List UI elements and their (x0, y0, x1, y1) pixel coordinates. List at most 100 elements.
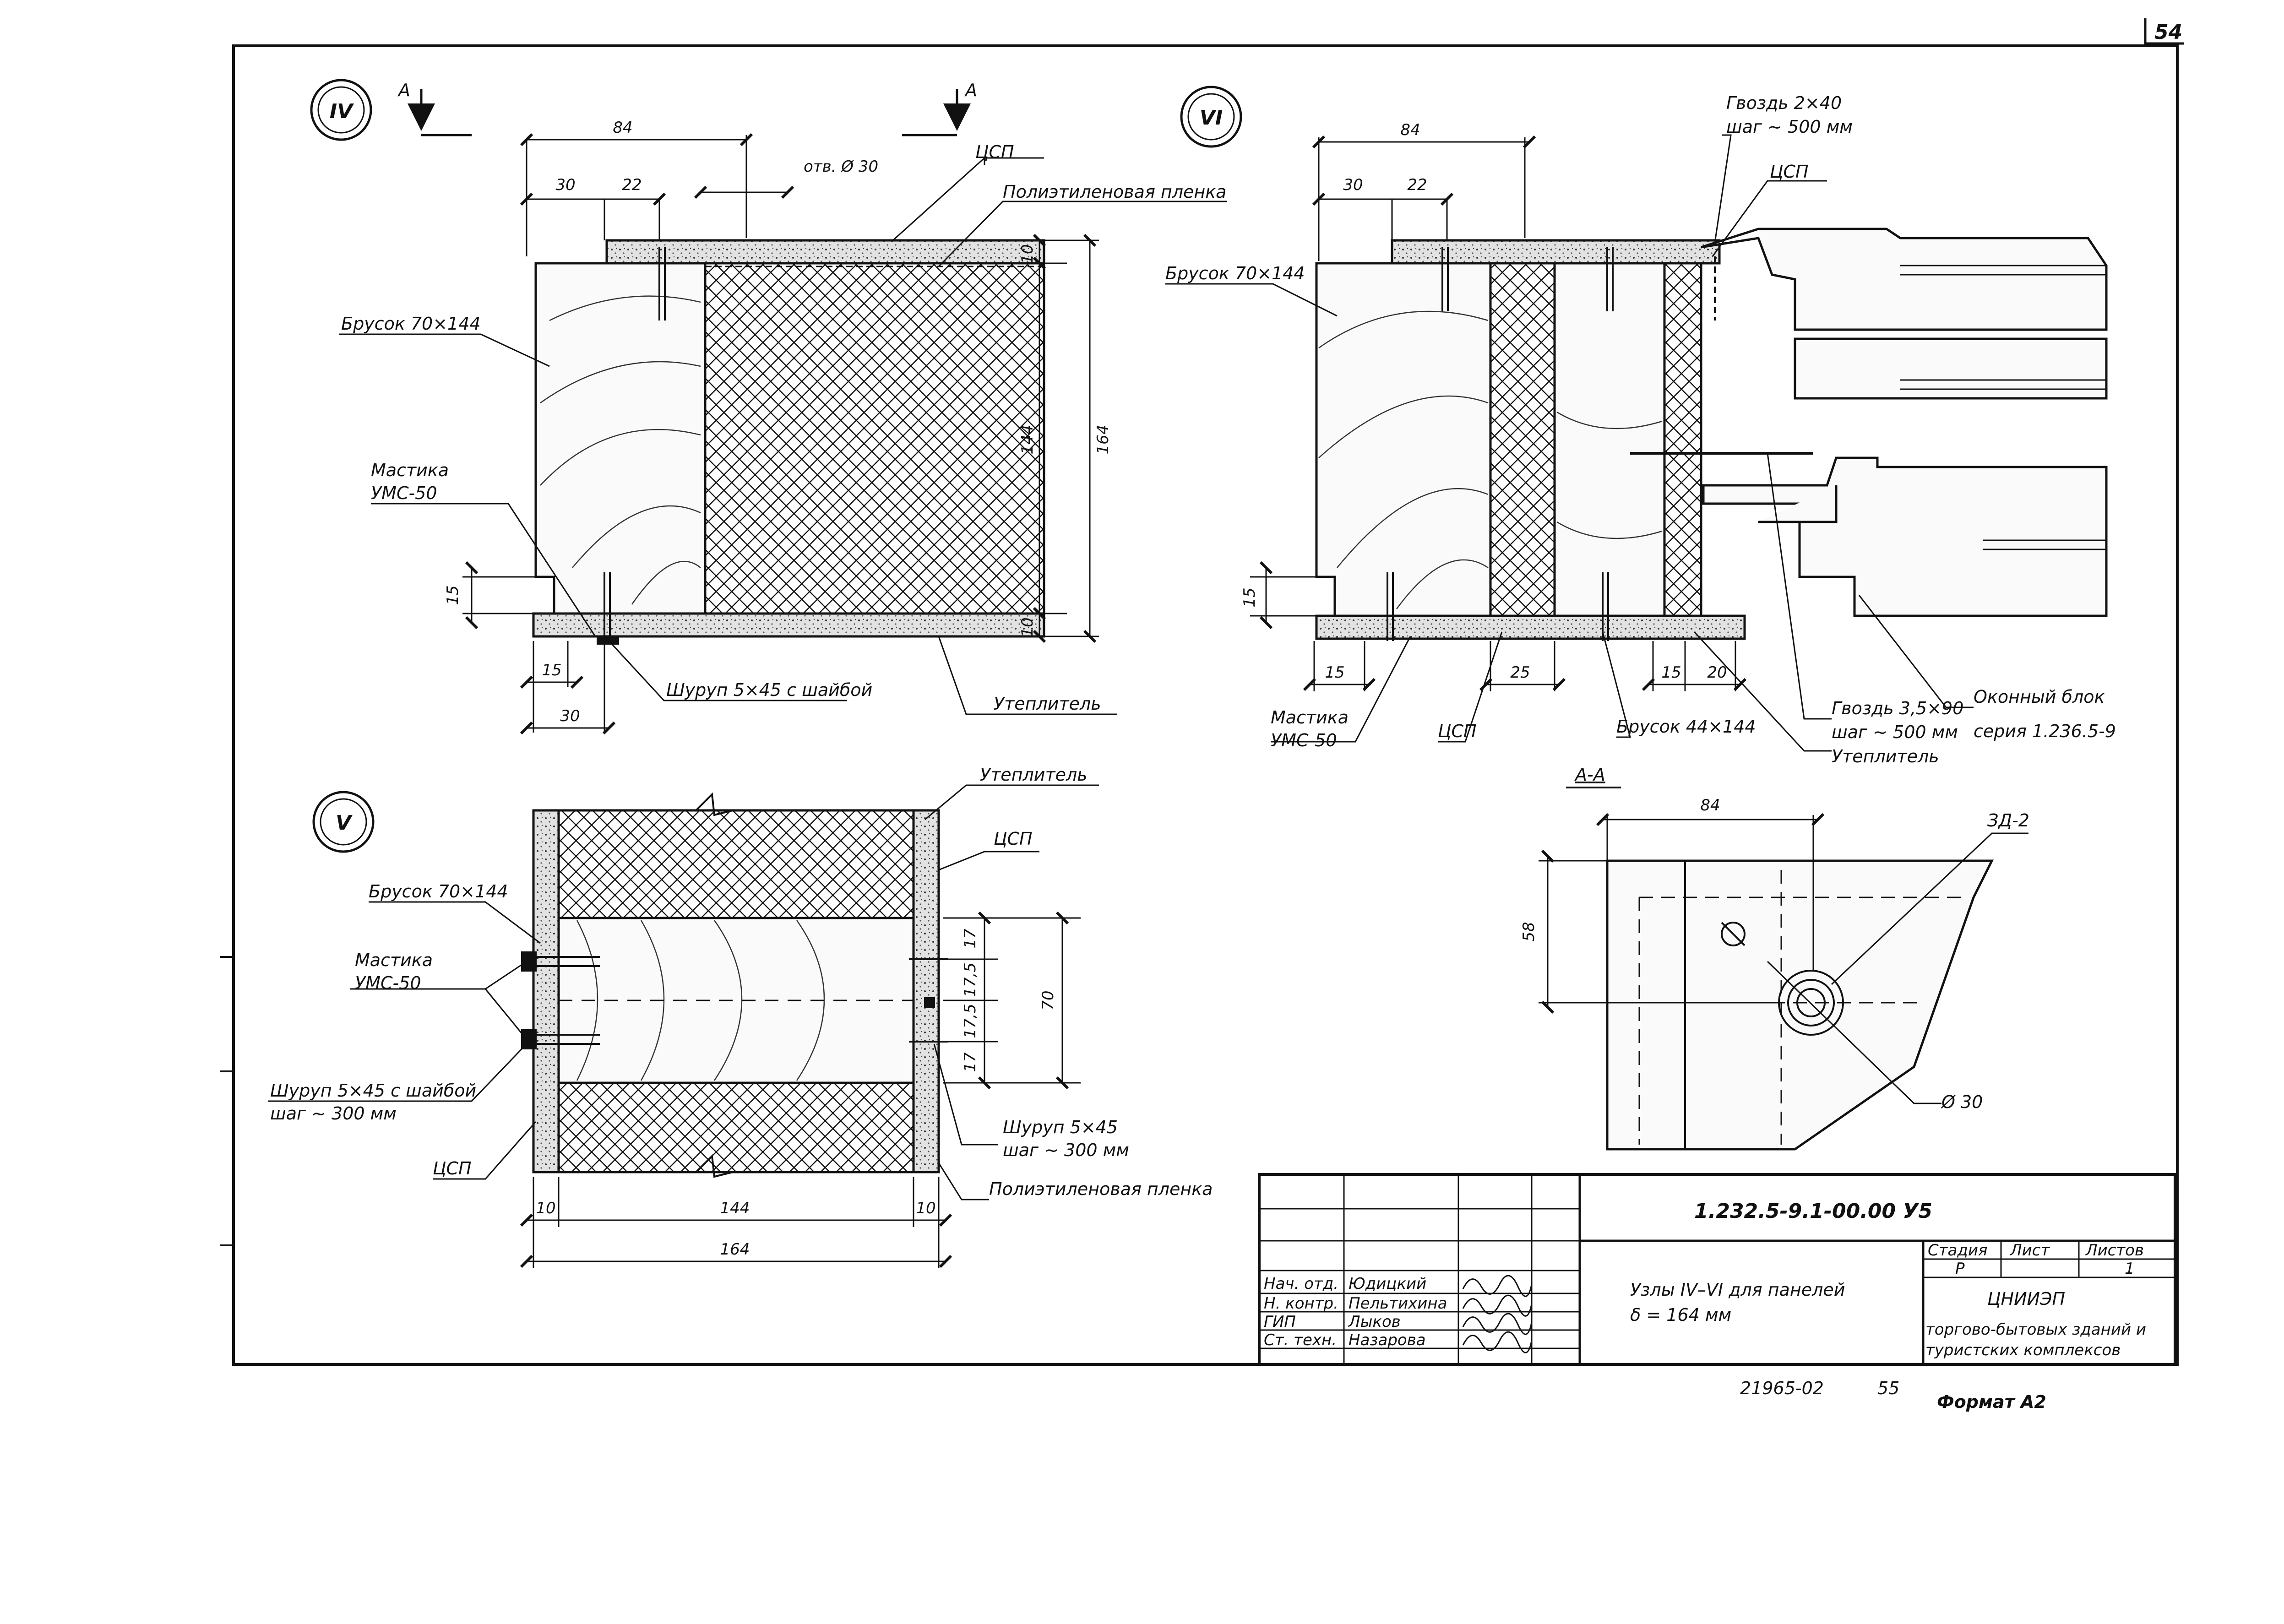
svg-text:Мастика: Мастика (371, 460, 449, 480)
svg-text:17: 17 (961, 1052, 979, 1072)
svg-text:15: 15 (1240, 587, 1259, 607)
sheets-header: Листов (2085, 1241, 2144, 1260)
node-6-dimension-values: 84 30 22 15 15 25 15 20 (1240, 121, 1727, 682)
svg-text:Оконный блок: Оконный блок (1974, 687, 2105, 707)
svg-text:Полиэтиленовая пленка: Полиэтиленовая пленка (989, 1179, 1213, 1199)
svg-text:ЦСП: ЦСП (1438, 721, 1477, 741)
node-6-beam44-grain (1556, 411, 1663, 539)
node-6-insulation-right (1663, 262, 1702, 617)
svg-text:20: 20 (1707, 663, 1727, 682)
section-a-a-dia-label: Ø 30 (1941, 1092, 1983, 1112)
node-6-wood-beam-44 (1553, 262, 1666, 617)
stage-value: Р (1955, 1260, 1965, 1278)
svg-text:VI: VI (1200, 106, 1223, 130)
node-4-dimension-lines (462, 133, 1099, 735)
node-4-dimension-values: 84 30 22 отв. Ø 30 10 144 10 164 15 15 3… (444, 119, 1112, 725)
svg-text:V: V (336, 811, 353, 835)
node-6-wood-beam (1315, 262, 1492, 617)
section-a-a-beam (1606, 859, 1994, 1151)
node-5-wood-grain (576, 920, 825, 1081)
role-1: Нач. отд. (1264, 1275, 1338, 1293)
node-5-csp-left (532, 809, 560, 1173)
svg-text:IV: IV (330, 100, 354, 123)
node-6-csp-top (1391, 239, 1721, 265)
section-mark-left-label: А (397, 80, 410, 100)
node-6-wood-grain (1318, 310, 1489, 609)
svg-text:15: 15 (444, 585, 462, 605)
section-a-a-dim-58: 58 (1520, 922, 1538, 941)
sheet-header: Лист (2009, 1241, 2050, 1260)
svg-text:30: 30 (560, 707, 580, 725)
drawing-title-line1: Узлы IV–VI для панелей (1630, 1280, 1845, 1300)
node-4-labels: ЦСП Полиэтиленовая пленка Брусок 70×144 … (341, 142, 1226, 714)
svg-text:25: 25 (1510, 663, 1530, 682)
node-4-leaders (339, 157, 1227, 715)
svg-text:ЦСП: ЦСП (433, 1158, 472, 1179)
name-4: Назарова (1349, 1331, 1426, 1349)
node-4-insulation (704, 262, 1045, 615)
svg-text:отв. Ø 30: отв. Ø 30 (804, 158, 878, 176)
section-a-a-zd-label: ЗД-2 (1987, 810, 2029, 831)
svg-text:15: 15 (1325, 663, 1344, 682)
svg-text:серия 1.236.5-9: серия 1.236.5-9 (1974, 721, 2116, 741)
svg-text:Мастика: Мастика (355, 950, 433, 970)
svg-text:ЦСП: ЦСП (1770, 162, 1809, 182)
svg-text:Утеплитель: Утеплитель (1832, 746, 1939, 766)
node-4-wood-beam (534, 262, 707, 615)
node-5-csp-right (912, 809, 940, 1173)
node-5-badge: V (312, 791, 375, 853)
org-line1: ЦНИИЭП (1987, 1289, 2065, 1309)
svg-text:Утеплитель: Утеплитель (994, 694, 1101, 714)
name-2: Пельтихина (1349, 1294, 1447, 1313)
node-6-window-block (1701, 228, 2108, 617)
svg-text:10: 10 (916, 1199, 935, 1217)
org-line3: туристских комплексов (1925, 1341, 2121, 1359)
node-4-screws (597, 247, 666, 645)
svg-text:17,5: 17,5 (961, 962, 979, 997)
node-5-leaders (268, 784, 1099, 1200)
svg-text:Полиэтиленовая пленка: Полиэтиленовая пленка (1003, 182, 1226, 202)
node-6-badge: VI (1180, 86, 1242, 148)
svg-text:Брусок 44×144: Брусок 44×144 (1616, 717, 1756, 737)
drawing-title-line2: δ = 164 мм (1630, 1305, 1731, 1325)
svg-text:Брусок 70×144: Брусок 70×144 (369, 881, 508, 902)
node-4-wood-grain (540, 295, 701, 605)
svg-text:ЦСП: ЦСП (994, 829, 1033, 849)
org-line2: торгово-бытовых зданий и (1925, 1320, 2146, 1339)
section-mark-right (902, 89, 971, 136)
node-6-insulation-25 (1489, 262, 1556, 617)
section-a-a-dim-84: 84 (1700, 796, 1720, 815)
sheet-corner-number: 54 (2154, 21, 2182, 44)
name-3: Лыков (1348, 1313, 1401, 1331)
svg-text:17: 17 (961, 929, 979, 949)
svg-text:164: 164 (1094, 425, 1112, 455)
stage-header: Стадия (1928, 1241, 1987, 1260)
sheet-frame (220, 18, 2184, 1366)
svg-text:шаг ~ 500 мм: шаг ~ 500 мм (1832, 722, 1958, 742)
node-4-csp-top (605, 239, 1045, 265)
node-6-dimension-lines (1250, 135, 1747, 691)
node-4-detail: IV А А (310, 79, 1227, 735)
role-4: Ст. техн. (1264, 1331, 1337, 1349)
node-5-insulation-bottom (557, 1081, 915, 1173)
svg-text:84: 84 (613, 119, 632, 137)
svg-text:шаг ~ 300 мм: шаг ~ 300 мм (1003, 1140, 1129, 1160)
svg-text:144: 144 (1018, 425, 1037, 455)
svg-text:144: 144 (720, 1199, 750, 1217)
svg-text:Утеплитель: Утеплитель (980, 765, 1088, 785)
node-6-leaders (1165, 134, 1974, 752)
svg-text:шаг ~ 500 мм: шаг ~ 500 мм (1726, 117, 1853, 137)
svg-text:ЦСП: ЦСП (975, 142, 1014, 162)
footer-archive: 21965-02 (1740, 1378, 1824, 1398)
node-5-insulation-top (557, 809, 915, 919)
section-mark-right-label: А (964, 80, 977, 100)
svg-text:15: 15 (542, 661, 561, 679)
svg-text:шаг ~ 300 мм: шаг ~ 300 мм (270, 1103, 397, 1124)
svg-text:10: 10 (1018, 617, 1037, 637)
node-6-window-grooves (1630, 265, 2106, 550)
title-block (1258, 1173, 2176, 1366)
node-6-csp-bottom (1315, 614, 1746, 640)
svg-text:УМС-50: УМС-50 (355, 973, 421, 993)
svg-text:10: 10 (536, 1199, 555, 1217)
